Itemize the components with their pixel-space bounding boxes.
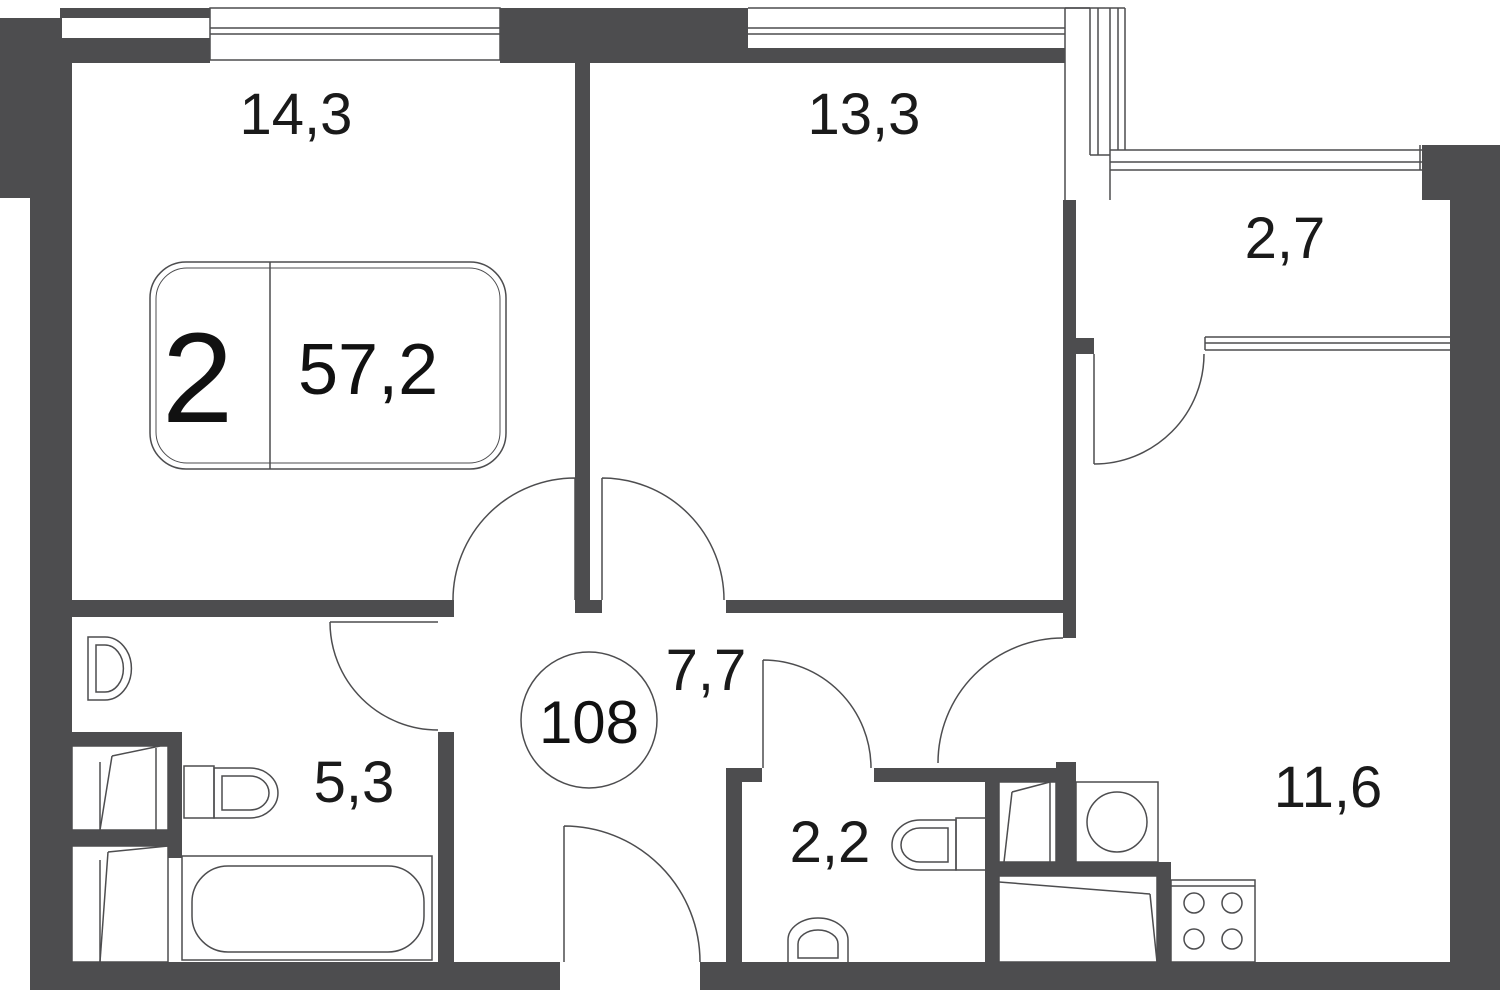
apartment-number: 108 xyxy=(539,689,639,756)
badge-inner-border xyxy=(155,267,501,464)
door-toilet xyxy=(762,659,872,769)
apartment-number-circle xyxy=(520,651,658,789)
walls xyxy=(0,8,1500,990)
total-area: 57,2 xyxy=(298,330,438,410)
door-kitchen xyxy=(937,637,1064,764)
area-bedroom-left: 14,3 xyxy=(240,82,353,147)
balcony-inner-glazing xyxy=(1204,336,1453,351)
area-bedroom-right: 13,3 xyxy=(808,82,921,147)
sink-icon xyxy=(87,636,133,701)
door-bedroom-left xyxy=(452,477,576,601)
door-bedroom-right xyxy=(601,477,725,601)
area-toilet: 2,2 xyxy=(790,810,871,875)
windows xyxy=(209,7,1453,351)
sink-icon xyxy=(787,917,849,962)
stove-icon xyxy=(1170,879,1256,963)
door-bathroom xyxy=(329,621,439,731)
wardrobe-icon xyxy=(71,745,169,963)
area-balcony: 2,7 xyxy=(1245,206,1326,271)
area-bathroom: 5,3 xyxy=(314,750,395,815)
area-kitchen-living: 11,6 xyxy=(1274,755,1383,820)
toilet-icon xyxy=(183,765,279,819)
door-balcony xyxy=(1093,353,1205,465)
window-right-bedroom xyxy=(748,7,1090,35)
wardrobe-icon xyxy=(998,781,1158,963)
badge-outer-border xyxy=(149,261,507,470)
doors xyxy=(329,353,1205,963)
bathtub-icon xyxy=(181,855,433,961)
balcony-glazing xyxy=(1064,7,1425,200)
area-hallway: 7,7 xyxy=(666,638,747,703)
rooms-count: 2 xyxy=(162,307,233,450)
window-left-bedroom xyxy=(209,7,501,61)
fixtures xyxy=(71,636,1256,963)
washing-machine-icon xyxy=(1075,781,1159,863)
toilet-icon xyxy=(891,817,987,871)
door-entrance xyxy=(563,825,701,963)
apartment-number-badge: 108 xyxy=(520,651,658,789)
apartment-badge: 2 57,2 xyxy=(149,261,507,470)
room-labels: 14,3 13,3 2,7 11,6 7,7 5,3 2,2 xyxy=(240,82,1383,875)
